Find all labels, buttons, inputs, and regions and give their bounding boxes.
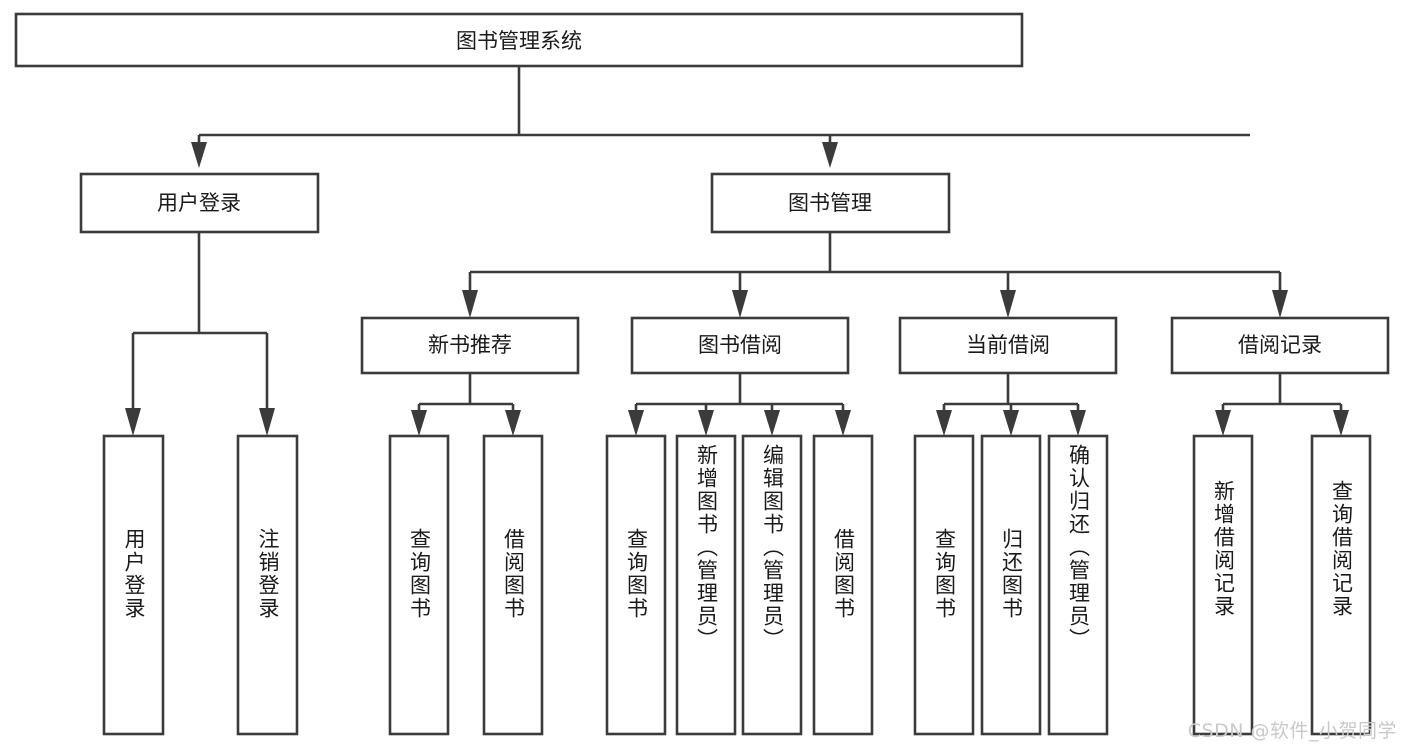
leaf-query-book-2-box <box>605 434 667 736</box>
root-box <box>14 12 1024 68</box>
connector-book-borrow-to-leaves <box>628 373 851 436</box>
arrow-head-to-leaf-borrow-book-1 <box>505 410 521 436</box>
arrow-head-to-book-management <box>822 142 838 168</box>
leaf-borrow-book-1-box <box>482 434 544 736</box>
arrow-head-to-leaf-query-book-1 <box>411 410 427 436</box>
arrow-head-to-leaf-logout-login <box>259 408 275 436</box>
node-borrow-record: 借阅记录 <box>1170 316 1390 375</box>
connector-user-login-to-leaves <box>125 232 275 436</box>
arrow-head-to-leaf-edit-book <box>764 410 780 436</box>
current-borrow-box <box>898 316 1118 375</box>
node-current-borrow: 当前借阅 <box>898 316 1118 375</box>
leaf-user-login-box <box>102 434 165 736</box>
connector-book-management-to-level3 <box>462 232 1288 318</box>
leaf-edit-book-box <box>741 434 803 736</box>
new-book-recommend-label: 新书推荐 <box>428 333 512 357</box>
arrow-head-to-book-borrow <box>732 290 748 318</box>
leaf-confirm-return-box <box>1047 434 1109 736</box>
connector-current-borrow-to-leaves <box>936 373 1086 436</box>
connector-root-to-level2 <box>191 66 1250 168</box>
connector-borrow-record-to-leaves <box>1215 373 1349 436</box>
root-label: 图书管理系统 <box>456 29 582 53</box>
leaf-query-book-3-box <box>913 434 975 736</box>
new-book-recommend-box <box>360 316 580 375</box>
leaf-query-record-box <box>1310 434 1372 736</box>
arrow-head-to-leaf-query-book-3 <box>936 410 952 436</box>
arrow-head-to-leaf-user-login <box>125 408 141 436</box>
watermark: CSDN @软件_小贺同学 <box>1187 720 1397 742</box>
arrow-head-to-leaf-add-record <box>1215 410 1231 436</box>
leaf-logout-login-box <box>236 434 299 736</box>
node-new-book-recommend: 新书推荐 <box>360 316 580 375</box>
leaf-add-record-box <box>1192 434 1254 736</box>
node-book-borrow: 图书借阅 <box>630 316 850 375</box>
arrow-head-to-leaf-add-book <box>698 410 714 436</box>
arrow-head-to-borrow-record <box>1272 290 1288 318</box>
arrow-head-to-leaf-return-book <box>1003 410 1019 436</box>
arrow-head-to-leaf-confirm-return <box>1070 410 1086 436</box>
book-borrow-label: 图书借阅 <box>698 333 782 357</box>
arrow-head-to-current-borrow <box>1000 290 1016 318</box>
borrow-record-label: 借阅记录 <box>1238 333 1322 357</box>
leaf-add-book-box <box>675 434 737 736</box>
node-user-login: 用户登录 <box>79 172 320 234</box>
leaf-query-book-1-box <box>388 434 450 736</box>
user-login-box <box>79 172 320 234</box>
leaf-borrow-book-2-box <box>812 434 874 736</box>
node-root: 图书管理系统 <box>14 12 1024 68</box>
current-borrow-label: 当前借阅 <box>966 333 1050 357</box>
connector-new-book-recommend-to-leaves <box>411 373 521 436</box>
arrow-head-to-leaf-query-record <box>1333 410 1349 436</box>
arrow-head-to-new-book-recommend <box>462 290 478 318</box>
arrow-head-to-user-login <box>191 142 207 168</box>
arrow-head-to-leaf-borrow-book-2 <box>835 410 851 436</box>
book-management-label: 图书管理 <box>788 191 872 215</box>
user-login-label: 用户登录 <box>157 191 241 215</box>
node-book-management: 图书管理 <box>710 172 951 234</box>
arrow-head-to-leaf-query-book-2 <box>628 410 644 436</box>
leaf-return-book-box <box>980 434 1042 736</box>
